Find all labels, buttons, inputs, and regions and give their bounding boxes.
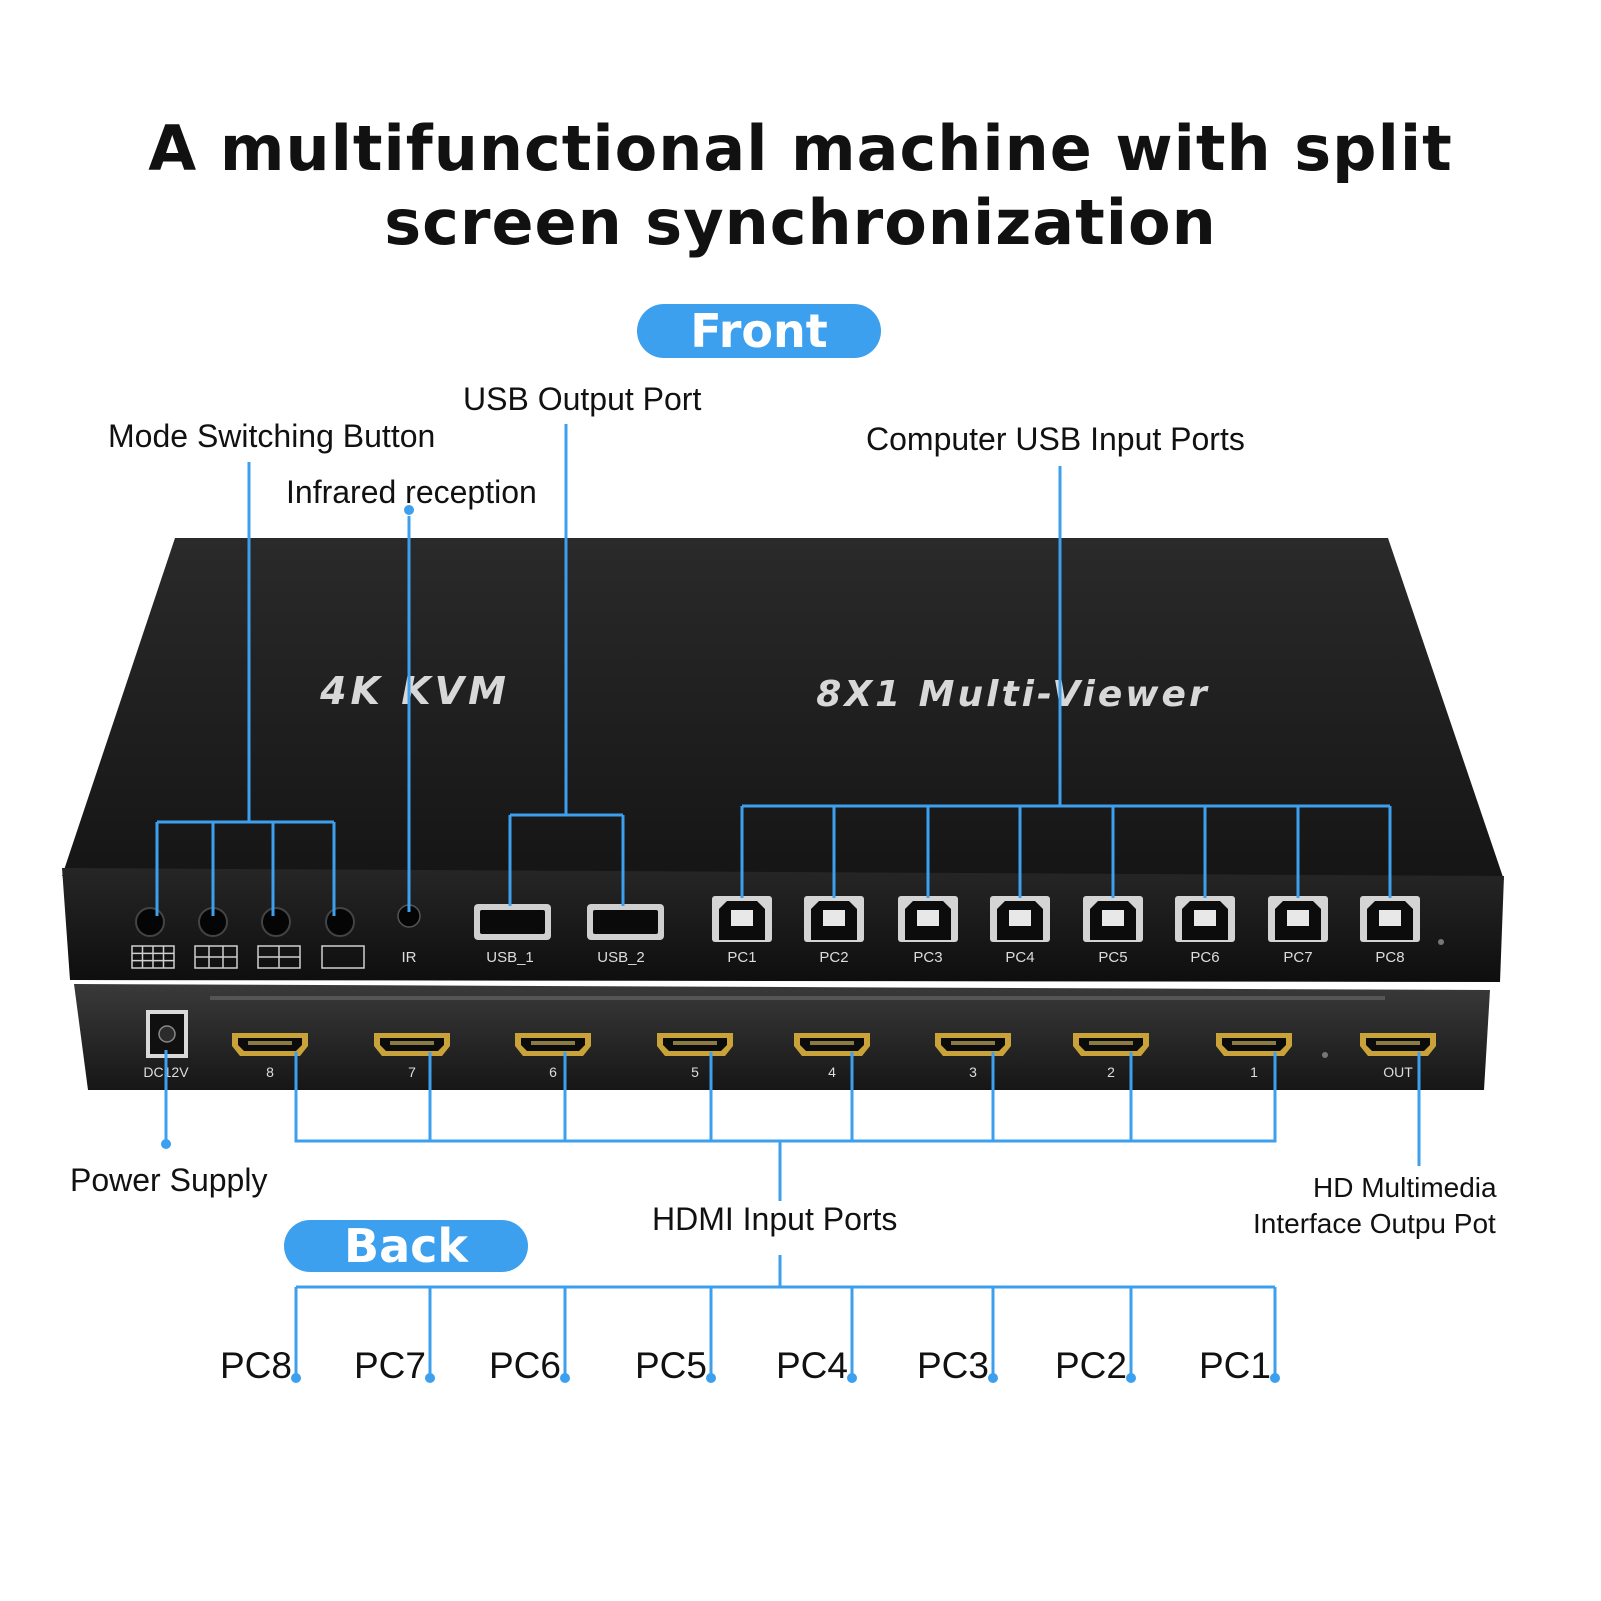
- hdmi-port-6[interactable]: [515, 1033, 591, 1056]
- usb2-label: USB_2: [597, 949, 645, 966]
- hdmi-port-2[interactable]: [1073, 1033, 1149, 1056]
- back-pc-label-pc8: PC8: [220, 1345, 292, 1386]
- back-pc-label-pc1: PC1: [1199, 1345, 1271, 1386]
- usb-output-port-2: [587, 904, 664, 940]
- top-left-text: 4K KVM: [319, 669, 510, 713]
- pc-port-label: PC7: [1283, 949, 1312, 966]
- hdmi-port-5[interactable]: [657, 1033, 733, 1056]
- hdmi-port-label: 2: [1107, 1064, 1115, 1080]
- title-line-2: screen synchronization: [384, 186, 1217, 259]
- mode-switching-label: Mode Switching Button: [108, 418, 436, 454]
- back-pc-label-pc5: PC5: [635, 1345, 707, 1386]
- hdmi-port-label: 7: [408, 1064, 416, 1080]
- connector-endpoints: [161, 505, 1280, 1383]
- hdmi-port-8[interactable]: [232, 1033, 308, 1056]
- pc-port-label: PC5: [1098, 949, 1127, 966]
- back-pc-label-pc2: PC2: [1055, 1345, 1127, 1386]
- usb-output-connector: [508, 424, 625, 906]
- hdmi-port-label: 8: [266, 1064, 274, 1080]
- usb-b-port-pc8[interactable]: [1360, 896, 1420, 942]
- hdmi-port-label: 6: [549, 1064, 557, 1080]
- hdmi-port-7[interactable]: [374, 1033, 450, 1056]
- pc-mapping-connector: [294, 1255, 1277, 1375]
- hdmi-port-label: 5: [691, 1064, 699, 1080]
- device-back-inner: [210, 996, 1385, 1000]
- dc-power-jack: [146, 1010, 188, 1058]
- back-pc-label-pc3: PC3: [917, 1345, 989, 1386]
- callout-connectors: [155, 424, 1421, 1375]
- computer-usb-input-ports: PC1 PC2 PC3 PC4 PC5 PC6 PC7 PC8: [712, 896, 1420, 966]
- pc-port-label: PC6: [1190, 949, 1219, 966]
- pc-port-label: PC1: [727, 949, 756, 966]
- split-layout-icon: [131, 945, 175, 969]
- usb-b-port-pc6[interactable]: [1175, 896, 1235, 942]
- mode-button-3[interactable]: [257, 907, 301, 969]
- computer-usb-connector: [740, 466, 1392, 898]
- usb-output-label: USB Output Port: [463, 381, 702, 417]
- usb-b-port-pc7[interactable]: [1268, 896, 1328, 942]
- hdmi-port-3[interactable]: [935, 1033, 1011, 1056]
- hdmi-port-label: 3: [969, 1064, 977, 1080]
- pc-port-label: PC2: [819, 949, 848, 966]
- hdmi-output-label-line2: Interface Outpu Pot: [1253, 1208, 1496, 1239]
- pc-port-label: PC8: [1375, 949, 1404, 966]
- hdmi-input-label: HDMI Input Ports: [652, 1201, 898, 1237]
- pc-port-label: PC4: [1005, 949, 1034, 966]
- ir-label: IR: [402, 949, 417, 966]
- back-indicator-dot: [1322, 1052, 1328, 1058]
- hdmi-input-connector: [294, 1052, 1277, 1201]
- usb-output-port-1: [474, 904, 551, 940]
- usb-b-port-pc4[interactable]: [990, 896, 1050, 942]
- usb1-label: USB_1: [486, 949, 534, 966]
- pc-port-label: PC3: [913, 949, 942, 966]
- mode-button-2[interactable]: [194, 907, 238, 969]
- split-layout-icon: [194, 945, 238, 969]
- front-indicator-dot: [1438, 939, 1444, 945]
- back-pc-label-pc6: PC6: [489, 1345, 561, 1386]
- hdmi-port-1[interactable]: [1216, 1033, 1292, 1056]
- hdmi-port-out[interactable]: [1360, 1033, 1436, 1056]
- device-front-face: [62, 868, 1504, 982]
- hdmi-output-label-line1: HD Multimedia: [1313, 1172, 1497, 1203]
- usb-b-port-pc2[interactable]: [804, 896, 864, 942]
- hdmi-input-ports: 8 7 6 5 4 3 2 1 OUT: [232, 1033, 1436, 1080]
- back-pc-label-pc7: PC7: [354, 1345, 426, 1386]
- back-pc-label-pc4: PC4: [776, 1345, 848, 1386]
- computer-usb-label: Computer USB Input Ports: [866, 421, 1245, 457]
- hdmi-port-label: OUT: [1383, 1064, 1413, 1080]
- mode-connector: [155, 462, 336, 916]
- hdmi-port-label: 4: [828, 1064, 836, 1080]
- back-badge: Back: [284, 1220, 528, 1272]
- hdmi-port-4[interactable]: [794, 1033, 870, 1056]
- usb-b-port-pc5[interactable]: [1083, 896, 1143, 942]
- split-layout-icon: [321, 945, 365, 969]
- usb-b-port-pc3[interactable]: [898, 896, 958, 942]
- top-right-text: 8X1 Multi-Viewer: [816, 674, 1209, 715]
- infrared-label: Infrared reception: [286, 474, 537, 510]
- usb-b-port-pc1[interactable]: [712, 896, 772, 942]
- hdmi-port-label: 1: [1250, 1064, 1258, 1080]
- power-supply-label: Power Supply: [70, 1162, 268, 1198]
- front-badge: Front: [637, 304, 881, 358]
- device-back-face: [74, 984, 1490, 1090]
- title-line-1: A multifunctional machine with split: [148, 112, 1453, 185]
- device-top-panel: [62, 538, 1504, 880]
- split-layout-icon: [257, 945, 301, 969]
